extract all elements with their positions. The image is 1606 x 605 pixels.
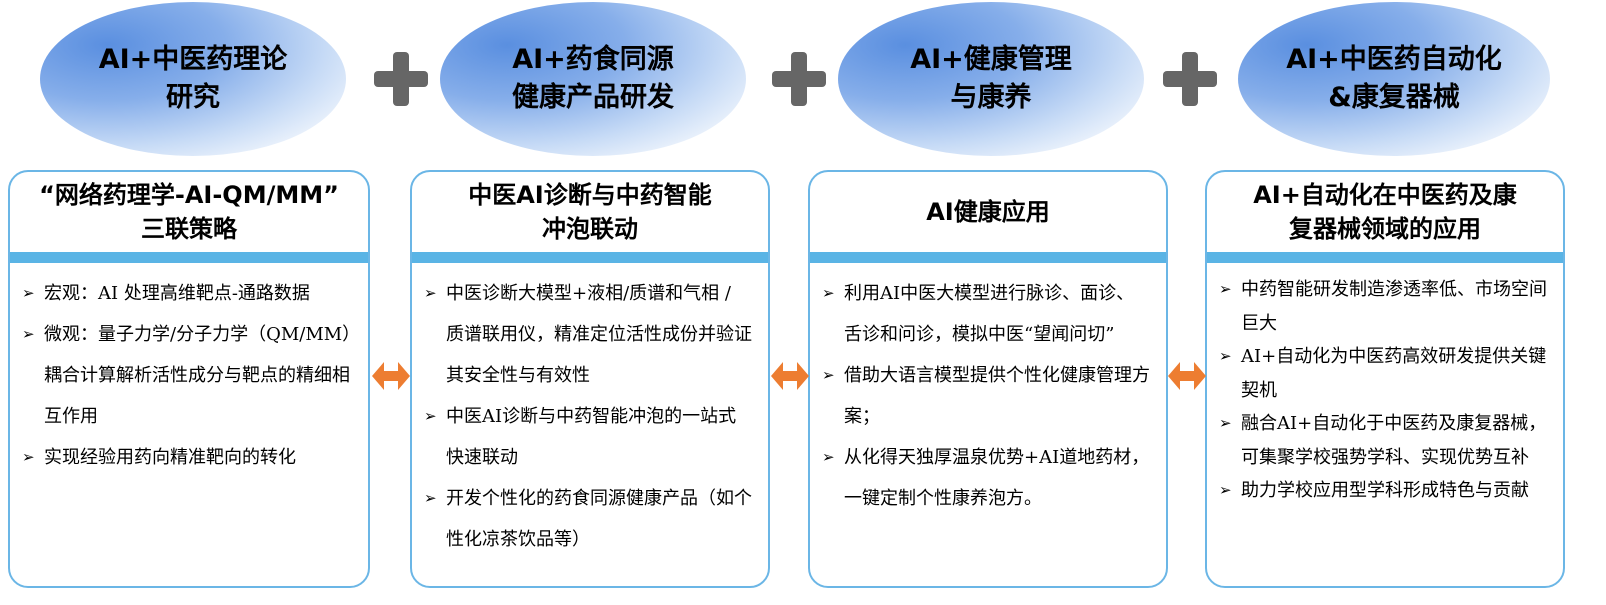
list-item: ➢ 从化得天独厚温泉优势+AI道地药材，一键定制个性康养泡方。	[822, 437, 1152, 519]
list-item-text: 融合AI+自动化于中医药及康复器械，可集聚学校强势学科、实现优势互补	[1241, 413, 1547, 468]
list-item: ➢ 融合AI+自动化于中医药及康复器械，可集聚学校强势学科、实现优势互补	[1219, 407, 1549, 474]
list-item-text: 利用AI中医大模型进行脉诊、面诊、舌诊和问诊，模拟中医“望闻问切”	[844, 283, 1135, 345]
card-list: ➢ 利用AI中医大模型进行脉诊、面诊、舌诊和问诊，模拟中医“望闻问切” ➢ 借助大语言…	[810, 263, 1166, 519]
list-item: ➢ AI+自动化为中医药高效研发提供关键契机	[1219, 340, 1549, 407]
list-item-text: 微观：量子力学/分子力学（QM/MM）耦合计算解析活性成分与靶点的精细相互作用	[44, 324, 352, 427]
card-2: 中医AI诊断与中药智能 冲泡联动 ➢ 中医诊断大模型+液相/质谱和气相 / 质谱联…	[410, 170, 770, 588]
card-divider	[810, 252, 1166, 263]
card-divider	[10, 252, 368, 263]
list-item: ➢ 借助大语言模型提供个性化健康管理方案；	[822, 355, 1152, 437]
topic-ellipse-1: AI+中医药理论 研究	[40, 2, 346, 156]
plus-icon	[1163, 52, 1217, 106]
topic-ellipse-3: AI+健康管理 与康养	[838, 2, 1144, 156]
bullet-arrow-icon: ➢	[1219, 414, 1232, 432]
bullet-arrow-icon: ➢	[822, 284, 835, 302]
card-list: ➢ 中药智能研发制造渗透率低、市场空间巨大 ➢ AI+自动化为中医药高效研发提供关键契…	[1207, 263, 1563, 508]
list-item: ➢ 实现经验用药向精准靶向的转化	[22, 437, 354, 478]
card-title: “网络药理学-AI-QM/MM” 三联策略	[39, 181, 339, 243]
list-item: ➢ 中医AI诊断与中药智能冲泡的一站式快速联动	[424, 396, 754, 478]
list-item-text: 从化得天独厚温泉优势+AI道地药材，一键定制个性康养泡方。	[844, 447, 1150, 509]
bullet-arrow-icon: ➢	[822, 448, 835, 466]
double-arrow-icon	[372, 362, 410, 390]
list-item: ➢ 利用AI中医大模型进行脉诊、面诊、舌诊和问诊，模拟中医“望闻问切”	[822, 273, 1152, 355]
list-item: ➢ 宏观：AI 处理高维靶点-通路数据	[22, 273, 354, 314]
list-item-text: AI+自动化为中医药高效研发提供关键契机	[1241, 346, 1547, 401]
list-item: ➢ 助力学校应用型学科形成特色与贡献	[1219, 474, 1549, 508]
card-3: AI健康应用 ➢ 利用AI中医大模型进行脉诊、面诊、舌诊和问诊，模拟中医“望闻问切…	[808, 170, 1168, 588]
double-arrow-icon	[771, 362, 809, 390]
list-item-text: 中医诊断大模型+液相/质谱和气相 / 质谱联用仪，精准定位活性成份并验证其安全性…	[446, 283, 752, 386]
bullet-arrow-icon: ➢	[1219, 481, 1232, 499]
card-title: 中医AI诊断与中药智能 冲泡联动	[468, 181, 712, 243]
card-4: AI+自动化在中医药及康 复器械领域的应用 ➢ 中药智能研发制造渗透率低、市场空间…	[1205, 170, 1565, 588]
card-title: AI健康应用	[926, 198, 1050, 226]
bullet-arrow-icon: ➢	[424, 407, 437, 425]
bullet-arrow-icon: ➢	[22, 448, 35, 466]
plus-icon	[374, 52, 428, 106]
list-item-text: 中医AI诊断与中药智能冲泡的一站式快速联动	[446, 406, 737, 468]
list-item: ➢ 中药智能研发制造渗透率低、市场空间巨大	[1219, 273, 1549, 340]
topic-ellipse-2: AI+药食同源 健康产品研发	[440, 2, 746, 156]
double-arrow-icon	[1168, 362, 1206, 390]
card-1: “网络药理学-AI-QM/MM” 三联策略 ➢ 宏观：AI 处理高维靶点-通路数据…	[8, 170, 370, 588]
topic-ellipse-4: AI+中医药自动化 &康复器械	[1238, 2, 1550, 156]
list-item-text: 借助大语言模型提供个性化健康管理方案；	[844, 365, 1150, 427]
bullet-arrow-icon: ➢	[1219, 280, 1232, 298]
bullet-arrow-icon: ➢	[22, 325, 35, 343]
list-item: ➢ 微观：量子力学/分子力学（QM/MM）耦合计算解析活性成分与靶点的精细相互作用	[22, 314, 354, 437]
card-divider	[1207, 252, 1563, 263]
bullet-arrow-icon: ➢	[424, 284, 437, 302]
list-item-text: 实现经验用药向精准靶向的转化	[44, 447, 296, 468]
list-item-text: 宏观：AI 处理高维靶点-通路数据	[44, 283, 310, 304]
plus-icon	[772, 52, 826, 106]
list-item-text: 开发个性化的药食同源健康产品（如个性化凉茶饮品等）	[446, 488, 752, 550]
bullet-arrow-icon: ➢	[424, 489, 437, 507]
list-item: ➢ 中医诊断大模型+液相/质谱和气相 / 质谱联用仪，精准定位活性成份并验证其安全…	[424, 273, 754, 396]
card-title: AI+自动化在中医药及康 复器械领域的应用	[1253, 181, 1517, 243]
bullet-arrow-icon: ➢	[822, 366, 835, 384]
card-list: ➢ 宏观：AI 处理高维靶点-通路数据 ➢ 微观：量子力学/分子力学（QM/MM）耦合…	[10, 263, 368, 478]
bullet-arrow-icon: ➢	[1219, 347, 1232, 365]
list-item-text: 中药智能研发制造渗透率低、市场空间巨大	[1241, 279, 1547, 334]
list-item: ➢ 开发个性化的药食同源健康产品（如个性化凉茶饮品等）	[424, 478, 754, 560]
bullet-arrow-icon: ➢	[22, 284, 35, 302]
card-divider	[412, 252, 768, 263]
card-list: ➢ 中医诊断大模型+液相/质谱和气相 / 质谱联用仪，精准定位活性成份并验证其安全…	[412, 263, 768, 560]
list-item-text: 助力学校应用型学科形成特色与贡献	[1241, 480, 1529, 501]
